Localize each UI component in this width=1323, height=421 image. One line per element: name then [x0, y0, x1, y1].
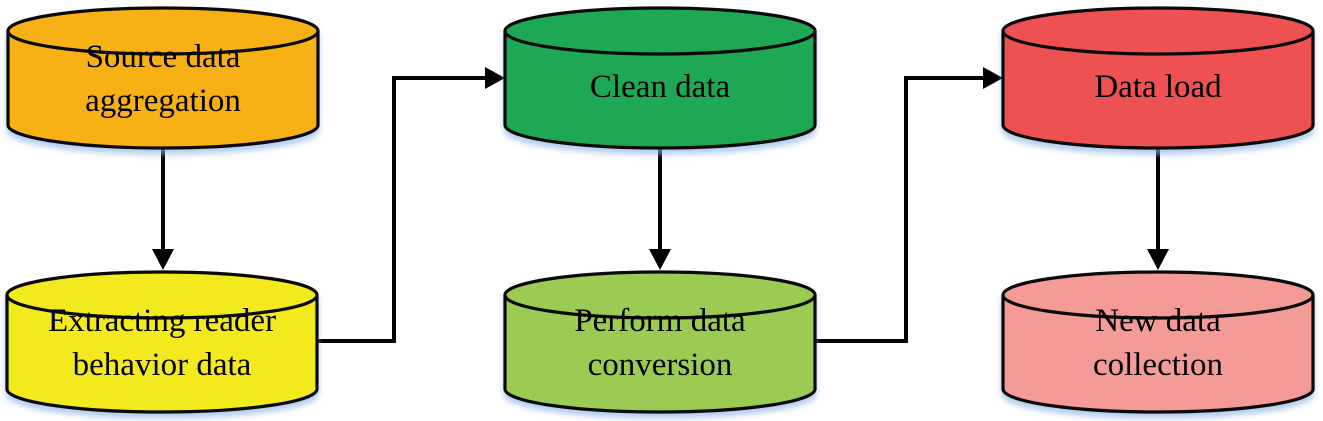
cylinder-top: [6, 6, 320, 56]
node-label-line2: aggregation: [85, 83, 241, 119]
node-clean-data: Clean data: [503, 6, 817, 150]
arrowhead-down-icon: [1147, 249, 1169, 270]
arrowhead-down-icon: [152, 249, 174, 270]
cylinder-body: [1001, 29, 1315, 150]
edge-source-to-extracting: [152, 148, 174, 270]
node-perform-data-conversion: Perform data conversion: [503, 270, 817, 414]
edge-line: [814, 76, 985, 343]
node-extracting-reader-behavior-data: Extracting reader behavior data: [5, 270, 319, 414]
edge-conversion-to-load: [814, 67, 1003, 343]
node-new-data-collection: New data collection: [1001, 270, 1315, 414]
edges-layer: [152, 67, 1169, 343]
node-label-line1: New data: [1095, 303, 1221, 339]
cylinder-body: [503, 293, 817, 414]
node-source-data-aggregation: Source data aggregation: [6, 6, 320, 150]
cylinder-top: [5, 270, 319, 320]
node-label-line1: Clean data: [590, 69, 731, 105]
node-label-line2: behavior data: [73, 347, 252, 383]
cylinder-body: [5, 293, 319, 414]
node-label-line2: collection: [1093, 347, 1223, 383]
arrowhead-right-icon: [485, 67, 505, 89]
cylinder-body: [6, 29, 320, 150]
edge-clean-to-conversion: [649, 148, 671, 270]
node-label-line1: Data load: [1094, 69, 1222, 105]
arrowhead-right-icon: [983, 67, 1003, 89]
cylinder-top: [503, 270, 817, 320]
cylinder-body: [1001, 293, 1315, 414]
edge-load-to-collection: [1147, 148, 1169, 270]
node-label-line1: Extracting reader: [48, 303, 276, 339]
node-label-line2: conversion: [588, 347, 733, 383]
edge-line: [316, 76, 487, 343]
node-label-line1: Perform data: [574, 303, 746, 339]
node-label-line1: Source data: [86, 39, 241, 75]
arrowhead-down-icon: [649, 249, 671, 270]
cylinder-top: [1001, 6, 1315, 56]
cylinder-top: [1001, 270, 1315, 320]
node-data-load: Data load: [1001, 6, 1315, 150]
edge-extracting-to-clean: [316, 67, 505, 343]
cylinder-top: [503, 6, 817, 56]
cylinder-body: [503, 29, 817, 150]
